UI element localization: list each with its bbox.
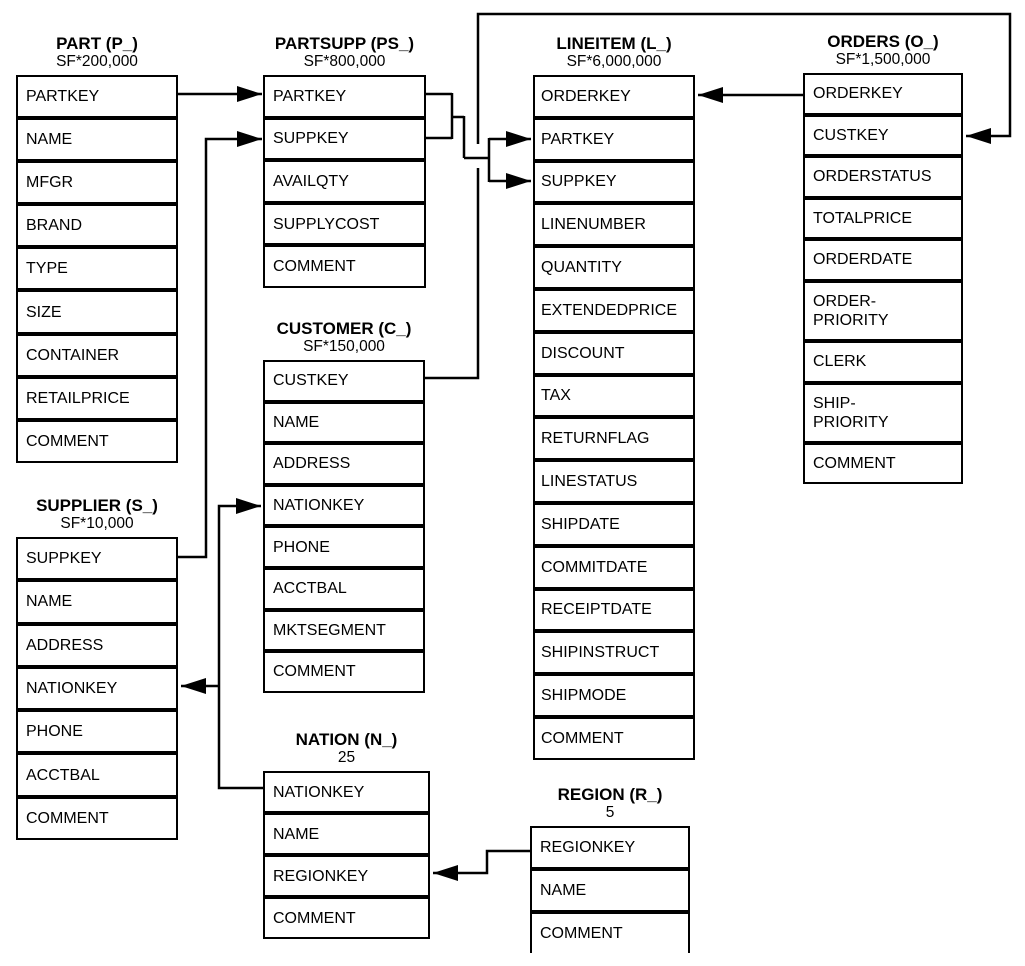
table-title: LINEITEM (L_): [556, 34, 672, 53]
table-cardinality: 25: [337, 749, 356, 766]
field-row: CONTAINER: [16, 333, 178, 377]
field-row: SIZE: [16, 290, 178, 334]
rel-region-nation: [433, 849, 530, 881]
table-title: NATION (N_): [295, 730, 398, 749]
field-row: NATIONKEY: [16, 666, 178, 711]
field-row: ADDRESS: [16, 623, 178, 667]
field-row: RECEIPTDATE: [533, 588, 695, 632]
field-row: REGIONKEY: [530, 826, 690, 869]
field-row: EXTENDEDPRICE: [533, 288, 695, 332]
field-row: TAX: [533, 374, 695, 418]
field-row: PARTKEY: [263, 75, 426, 118]
rel-nation-customer-supplier: [181, 498, 263, 790]
field-row: ORDERSTATUS: [803, 156, 963, 198]
field-row: TOTALPRICE: [803, 197, 963, 240]
table-title: PARTSUPP (PS_): [274, 34, 415, 53]
field-row: LINENUMBER: [533, 203, 695, 247]
field-row: MFGR: [16, 161, 178, 205]
field-row: NATIONKEY: [263, 771, 430, 813]
field-row: SHIPMODE: [533, 674, 695, 717]
rel-supplier-partsupp: [178, 131, 262, 559]
field-row: COMMENT: [263, 651, 425, 693]
field-row: NATIONKEY: [263, 484, 425, 527]
field-row: MKTSEGMENT: [263, 609, 425, 652]
table-cardinality: SF*6,000,000: [566, 53, 662, 70]
field-row: PARTKEY: [16, 75, 178, 119]
field-row: COMMENT: [16, 419, 178, 463]
field-row: SHIPDATE: [533, 502, 695, 546]
field-row: COMMENT: [803, 442, 963, 485]
rel-partsupp-lineitem: [426, 92, 531, 189]
table-title: PART (P_): [56, 34, 138, 53]
field-row: PARTKEY: [533, 117, 695, 161]
field-row: COMMITDATE: [533, 545, 695, 589]
field-row: SHIP- PRIORITY: [803, 382, 963, 443]
field-row: REGIONKEY: [263, 855, 430, 897]
table-title: REGION (R_): [557, 785, 663, 804]
table-cardinality: SF*10,000: [60, 515, 134, 532]
field-row: PHONE: [263, 526, 425, 568]
field-row: CUSTKEY: [803, 114, 963, 157]
field-row: ORDERDATE: [803, 239, 963, 281]
field-row: ORDER- PRIORITY: [803, 280, 963, 341]
field-row: NAME: [16, 118, 178, 162]
field-row: COMMENT: [533, 716, 695, 760]
field-row: NAME: [530, 869, 690, 912]
table-title: ORDERS (O_): [827, 32, 939, 51]
field-row: ADDRESS: [263, 443, 425, 485]
field-row: SUPPKEY: [16, 537, 178, 581]
field-row: PHONE: [16, 710, 178, 754]
field-row: ACCTBAL: [263, 567, 425, 610]
field-row: ACCTBAL: [16, 753, 178, 797]
field-row: COMMENT: [16, 796, 178, 841]
table-cardinality: SF*200,000: [56, 53, 138, 70]
field-row: TYPE: [16, 247, 178, 291]
field-row: COMMENT: [530, 912, 690, 953]
field-row: NAME: [16, 580, 178, 624]
field-row: NAME: [263, 401, 425, 444]
field-row: SUPPKEY: [533, 160, 695, 204]
field-row: NAME: [263, 813, 430, 855]
field-row: SUPPKEY: [263, 117, 426, 161]
table-cardinality: SF*1,500,000: [835, 51, 931, 68]
table-title: SUPPLIER (S_): [36, 496, 158, 515]
table-title: CUSTOMER (C_): [276, 319, 412, 338]
field-row: COMMENT: [263, 245, 426, 288]
field-row: RETAILPRICE: [16, 376, 178, 420]
field-row: QUANTITY: [533, 246, 695, 289]
field-row: BRAND: [16, 204, 178, 248]
table-cardinality: 5: [605, 804, 615, 821]
field-row: SHIPINSTRUCT: [533, 631, 695, 675]
field-row: RETURNFLAG: [533, 417, 695, 461]
field-row: DISCOUNT: [533, 331, 695, 375]
field-row: CLERK: [803, 340, 963, 383]
table-cardinality: SF*150,000: [303, 338, 385, 355]
field-row: CUSTKEY: [263, 360, 425, 402]
field-row: ORDERKEY: [803, 73, 963, 115]
table-cardinality: SF*800,000: [303, 53, 386, 70]
field-row: SUPPLYCOST: [263, 202, 426, 246]
field-row: LINESTATUS: [533, 460, 695, 503]
field-row: ORDERKEY: [533, 75, 695, 118]
field-row: AVAILQTY: [263, 160, 426, 203]
field-row: COMMENT: [263, 897, 430, 939]
